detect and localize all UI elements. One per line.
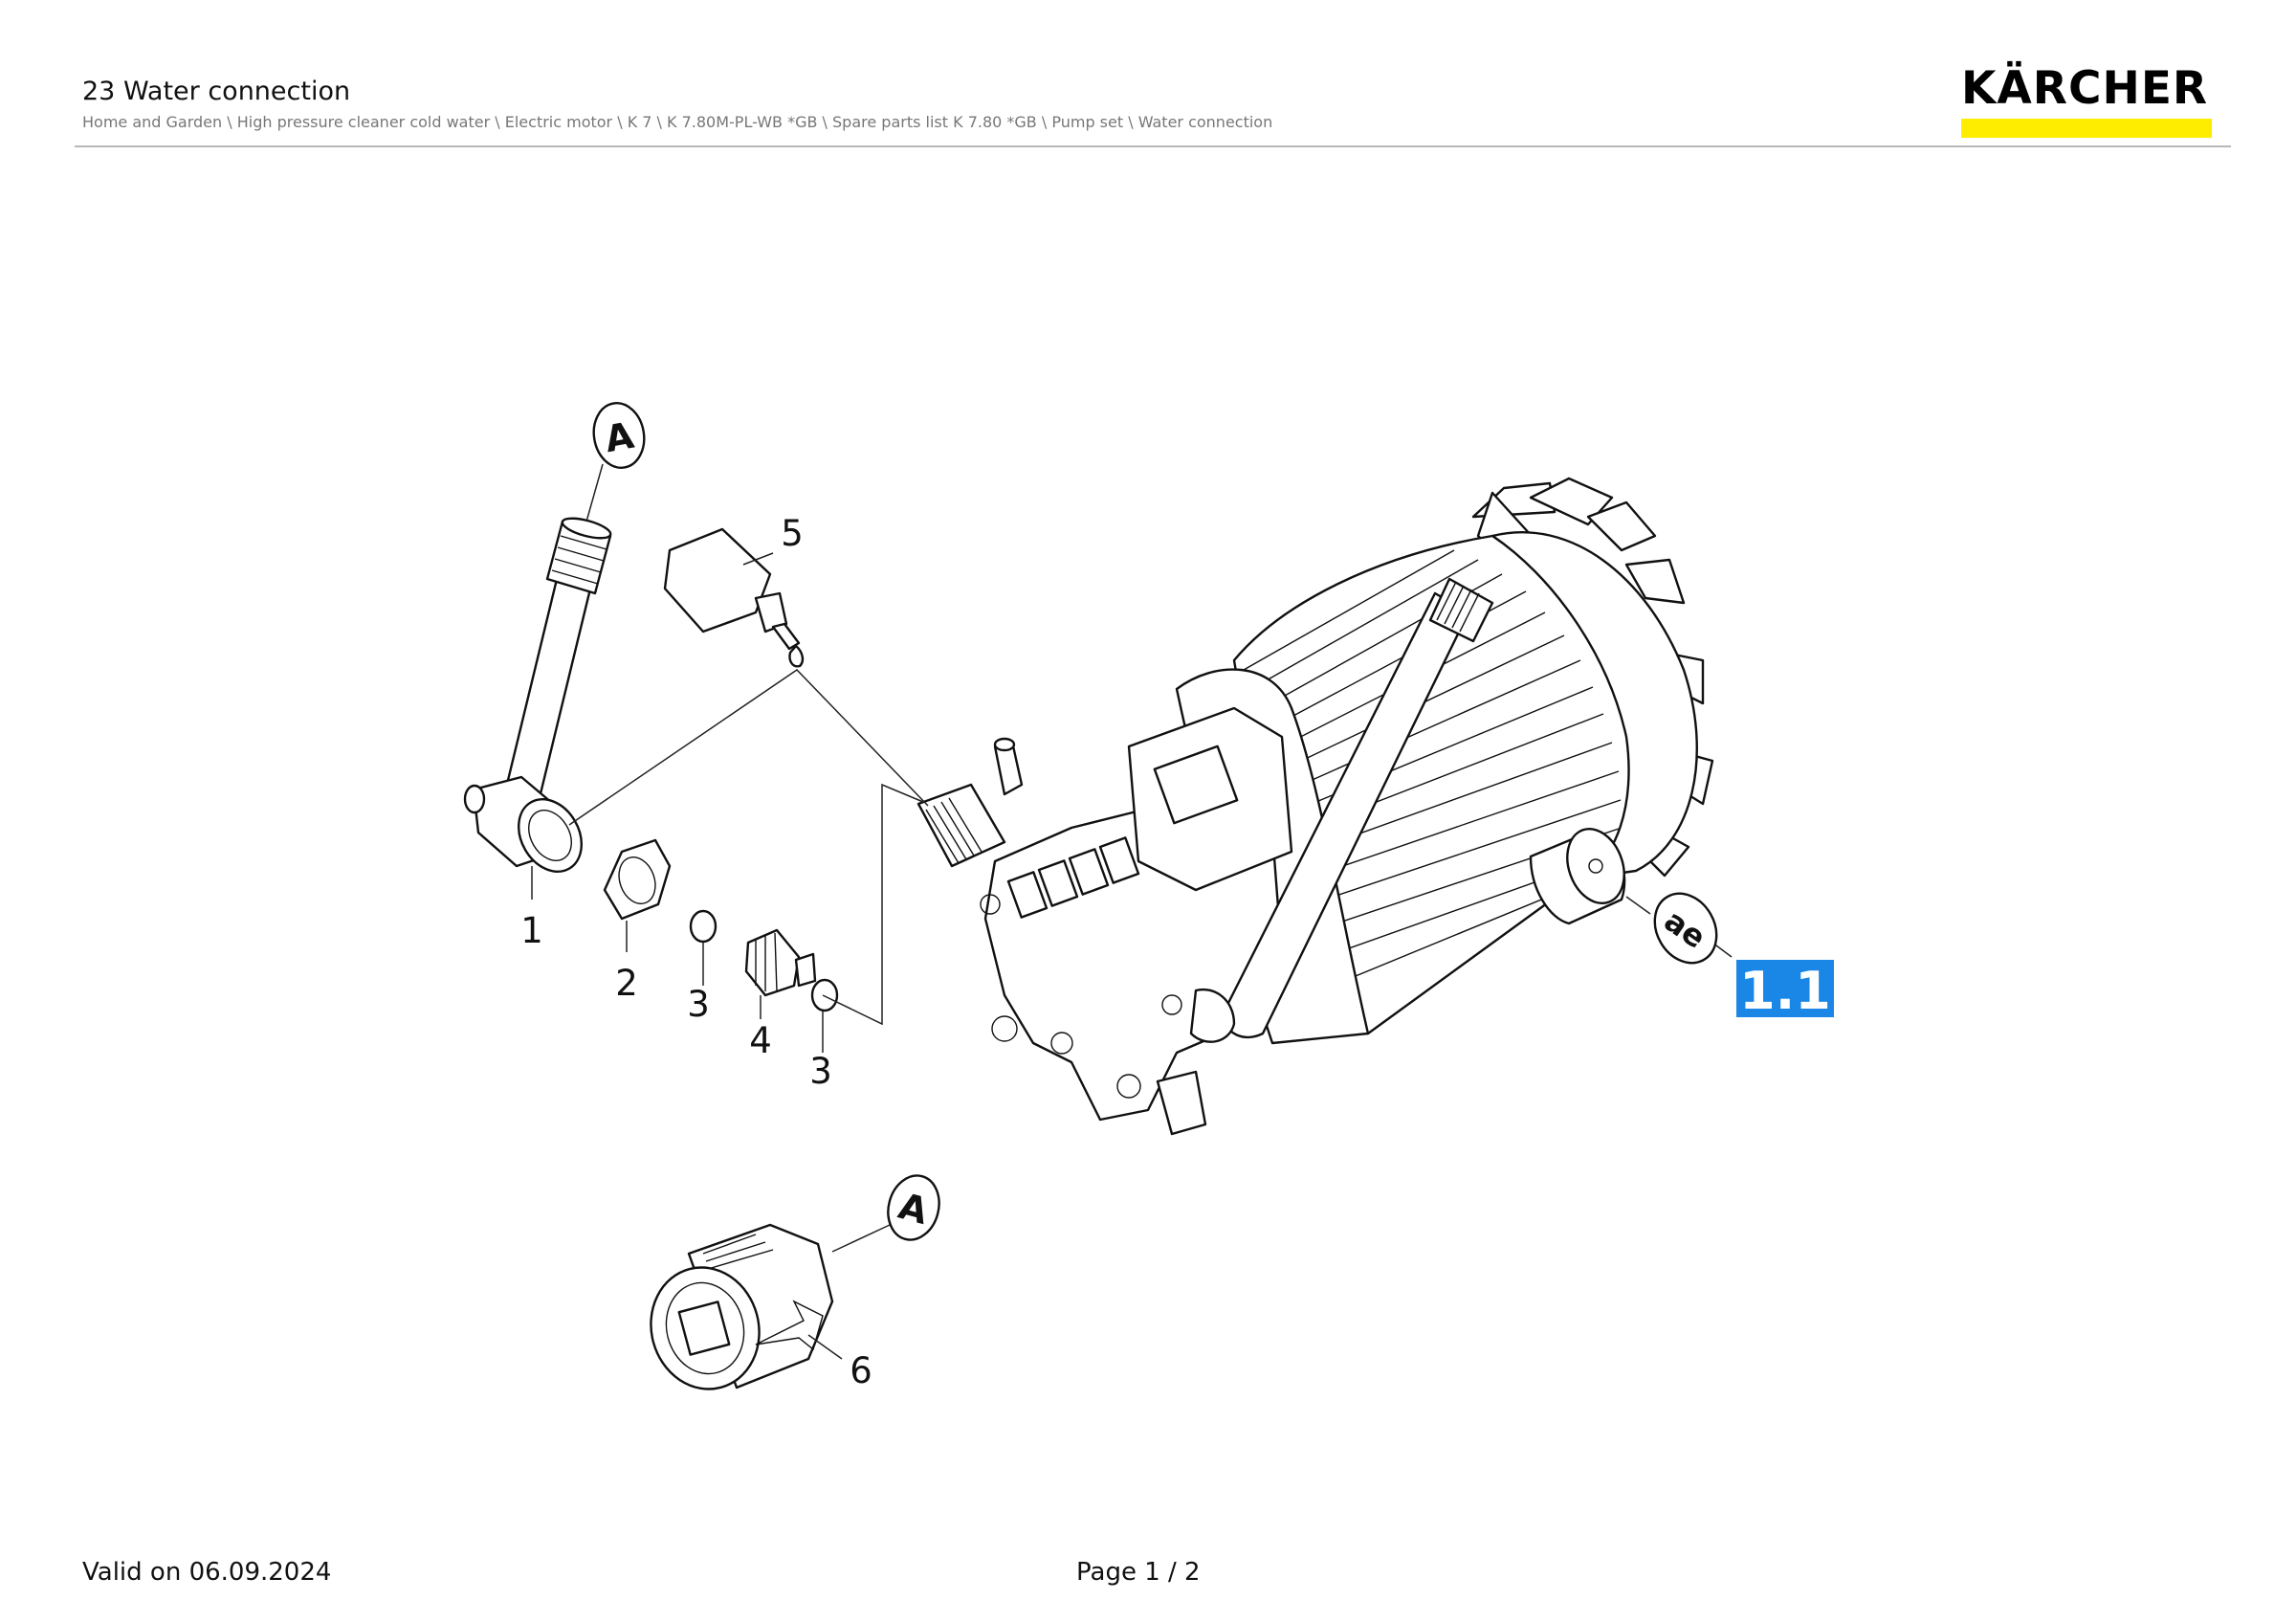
brand-logo: KÄRCHER [1961,63,2212,138]
page-number: Page 1 / 2 [1076,1558,1201,1587]
callout-1: 1 [520,910,543,951]
part-2-nut [603,838,672,921]
svg-text:1.1: 1.1 [1739,961,1831,1021]
callout-4: 4 [749,1020,772,1061]
part-4-fitting [744,928,817,997]
part-6-quick-coupling [650,1223,834,1390]
outlet-pipe [1189,577,1494,1043]
logo-yellow-bar [1961,119,2212,138]
assembly-badge[interactable]: 1.1 [1736,960,1834,1021]
reference-mark-ae: ae [1653,892,1718,965]
pump-head-illustration [916,706,1293,1136]
part-3-o-ring-2 [810,978,839,1012]
callout-5: 5 [781,513,804,554]
breadcrumb: Home and Garden \ High pressure cleaner … [82,113,1273,131]
assembly-lines [568,669,929,1026]
validity-date: Valid on 06.09.2024 [82,1558,332,1587]
page-title: 23 Water connection [82,77,351,106]
callout-3-second: 3 [809,1051,832,1092]
reference-mark-a-coupling: A [887,1174,940,1241]
filter-cylinder [1529,828,1626,925]
callout-leaders [531,463,1733,1360]
part-3-o-ring-1 [689,909,718,944]
part-1-elbow-pipe [463,517,612,873]
callout-2: 2 [615,963,638,1004]
reference-mark-a-top: A [592,402,646,469]
callout-6: 6 [850,1350,872,1391]
header-divider [75,145,2231,147]
part-5-lubricant-tube [663,527,805,668]
logo-wordmark: KÄRCHER [1961,62,2209,115]
callout-3-first: 3 [687,984,710,1025]
